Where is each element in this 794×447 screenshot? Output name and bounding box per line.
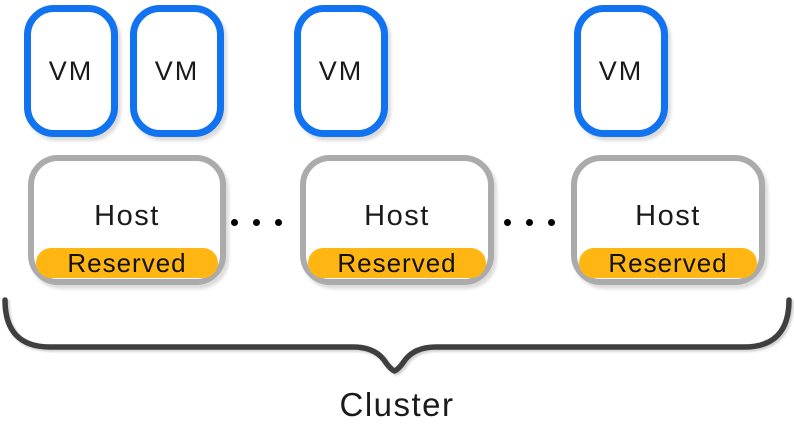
vm-label: VM [598,55,644,86]
dot-icon [275,219,282,226]
cluster-brace-icon [2,297,792,374]
host-box: Host Reserved [571,155,765,285]
host-box: Host Reserved [28,155,226,285]
reserved-badge: Reserved [579,248,757,278]
reserved-badge: Reserved [308,248,486,278]
reserved-label: Reserved [337,247,457,278]
vm-box: VM [574,5,668,137]
vm-box: VM [130,5,224,137]
dot-icon [504,219,511,226]
dot-icon [231,219,238,226]
vm-label: VM [318,55,364,86]
host-box: Host Reserved [300,155,494,285]
vm-label: VM [48,55,94,86]
dot-icon [253,219,260,226]
host-label: Host [94,200,160,232]
dot-icon [548,219,555,226]
vm-box: VM [294,5,388,137]
reserved-label: Reserved [608,247,728,278]
host-label: Host [635,200,701,232]
ellipsis-dots-icon [504,219,555,226]
ellipsis-dots-icon [231,219,282,226]
vm-label: VM [154,55,200,86]
reserved-badge: Reserved [36,248,218,278]
vm-box: VM [24,5,118,137]
reserved-label: Reserved [67,247,187,278]
cluster-label: Cluster [339,386,455,423]
host-label: Host [364,200,430,232]
dot-icon [526,219,533,226]
